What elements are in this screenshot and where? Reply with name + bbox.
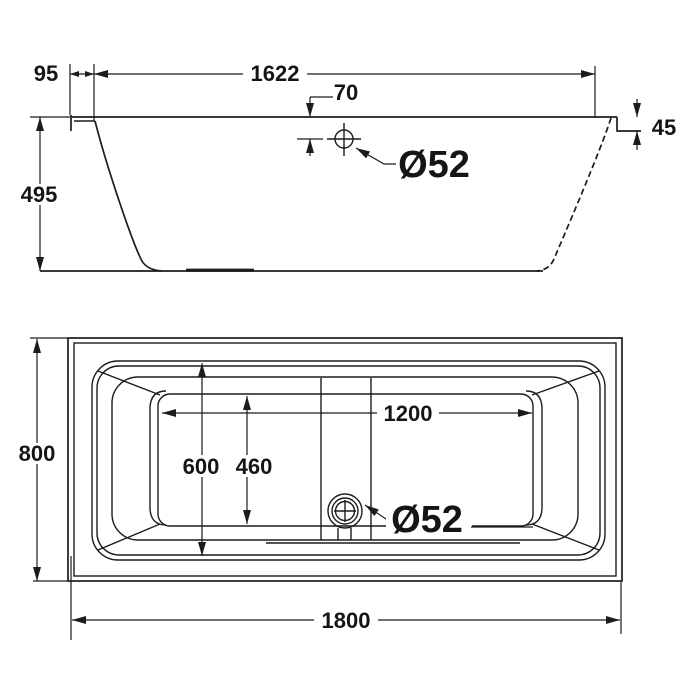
dim-600-label: 600	[183, 454, 220, 479]
dim-1622: 1622	[94, 61, 595, 86]
dim-1622-label: 1622	[251, 61, 300, 86]
plan-drain-symbol	[327, 493, 363, 540]
side-view-profile	[40, 115, 641, 272]
plan-drain-leader: Ø52	[364, 499, 533, 541]
dim-1800: 1800	[70, 556, 622, 640]
side-drain-symbol	[327, 123, 361, 156]
dim-495-label: 495	[21, 182, 58, 207]
dim-95-label: 95	[34, 61, 58, 86]
dim-45: 45	[633, 99, 676, 150]
side-drain-leader: Ø52	[355, 144, 470, 186]
dim-495: 495	[16, 117, 62, 271]
plan-view-outline	[30, 337, 623, 582]
plan-view-dimensions: 1200 600 460 800 1800	[14, 339, 622, 640]
side-view-dimensions: 95 1622 70 45 495 Ø5	[16, 61, 676, 271]
dim-70: 70	[297, 80, 358, 156]
dim-1200-label: 1200	[384, 401, 433, 426]
plan-drain-diameter-label: Ø52	[391, 499, 463, 541]
dim-1200: 1200	[162, 401, 532, 426]
dim-800: 800	[14, 339, 60, 581]
dim-800-label: 800	[19, 441, 56, 466]
dim-460-label: 460	[236, 454, 273, 479]
dim-600: 600	[178, 363, 225, 556]
dim-70-label: 70	[334, 80, 358, 105]
side-drain-diameter-label: Ø52	[398, 144, 470, 186]
dim-45-label: 45	[652, 115, 676, 140]
dim-95: 95	[34, 61, 94, 86]
dim-1800-label: 1800	[322, 608, 371, 633]
dim-460: 460	[230, 396, 277, 524]
